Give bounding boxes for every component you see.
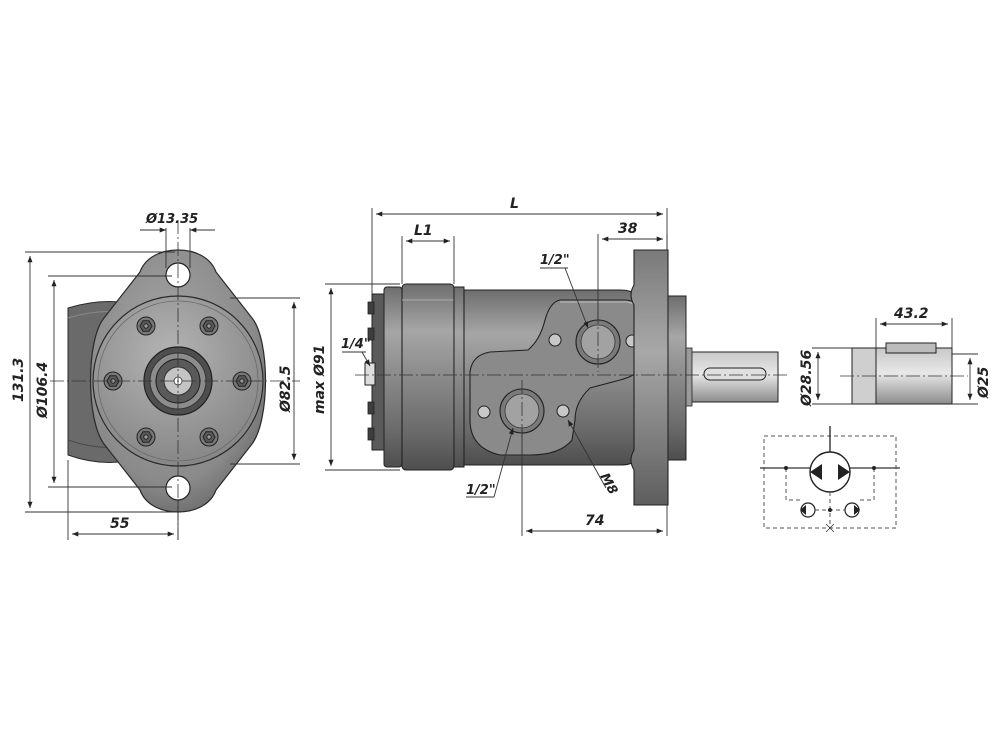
dim-key-length: 43.2 (893, 306, 929, 322)
drain-port (364, 362, 376, 386)
side-view: L L1 38 1/2" 1/2" 1/4" max Ø91 M8 (312, 196, 790, 536)
dim-port-distance: 74 (585, 513, 604, 529)
front-view: Ø13.35 131.3 Ø106.4 Ø82.5 55 (11, 212, 300, 540)
label-drain: 1/4" (341, 337, 371, 352)
dim-length: L (510, 196, 519, 212)
dim-key-height: Ø28.56 (799, 350, 815, 407)
dim-max-diameter: max Ø91 (312, 345, 328, 414)
hydraulic-symbol (760, 426, 900, 533)
dim-overall-height: 131.3 (11, 358, 27, 402)
m8-hole-1 (548, 333, 562, 347)
dim-pilot-diameter: Ø82.5 (278, 365, 294, 413)
dim-shaft-offset: 38 (618, 221, 638, 237)
dim-bolt-hole: Ø13.35 (145, 212, 198, 227)
dim-l1: L1 (414, 223, 433, 239)
shaft-detail-key (885, 342, 937, 354)
label-port-b: 1/2" (466, 483, 496, 498)
label-thread: M8 (596, 471, 620, 497)
pilot (667, 295, 687, 461)
dim-shaft-diameter: Ø25 (976, 366, 992, 399)
end-plate-bolts (103, 316, 252, 447)
shaft-keyway (703, 367, 767, 381)
ring (453, 286, 465, 468)
dim-bolt-circle: Ø106.4 (35, 362, 51, 419)
front-flange (630, 249, 669, 506)
end-cap (383, 286, 403, 468)
m8-hole-4 (556, 404, 570, 418)
label-port-a: 1/2" (540, 253, 570, 268)
shaft-detail: 43.2 Ø28.56 Ø25 (799, 306, 992, 407)
dim-half-width: 55 (110, 516, 130, 532)
m8-hole-3 (477, 405, 491, 419)
gear-section (401, 283, 455, 471)
